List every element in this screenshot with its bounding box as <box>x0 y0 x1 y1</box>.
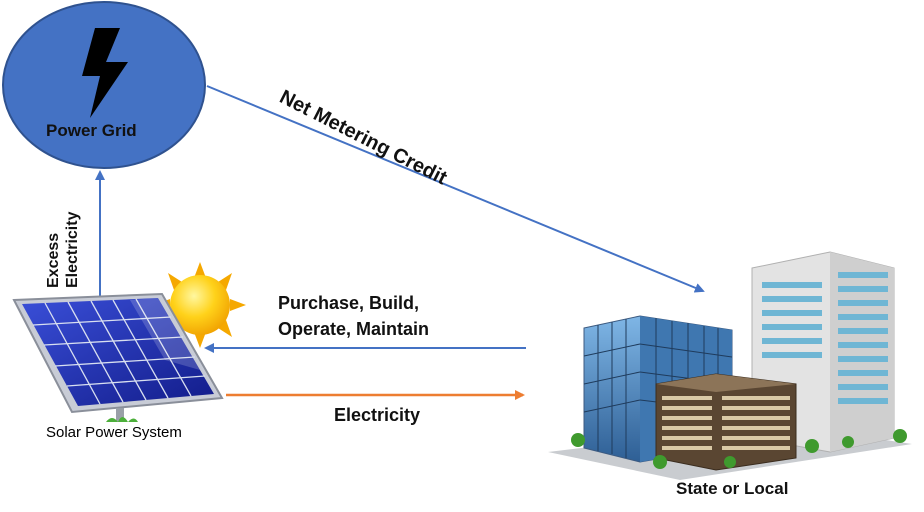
power-grid-label: Power Grid <box>46 121 137 140</box>
office-buildings-icon <box>548 251 912 480</box>
electricity-label: Electricity <box>334 405 421 425</box>
power-grid-node <box>2 1 206 169</box>
state-or-local-label: State or Local <box>676 479 789 498</box>
net-metering-arrow <box>206 85 705 293</box>
solar-panel-icon <box>12 262 246 422</box>
excess-electricity-label: Excess Electricity <box>44 212 82 288</box>
excess-label-line1: Excess <box>45 232 62 288</box>
purchase-label: Purchase, Build, Operate, Maintain <box>278 290 429 342</box>
purchase-label-line2: Operate, Maintain <box>278 319 430 339</box>
lightning-bolt-icon <box>82 28 128 118</box>
solar-power-system-label: Solar Power System <box>46 424 182 441</box>
excess-label-line2: Electricity <box>64 211 81 288</box>
purchase-label-line1: Purchase, Build, <box>278 293 420 313</box>
